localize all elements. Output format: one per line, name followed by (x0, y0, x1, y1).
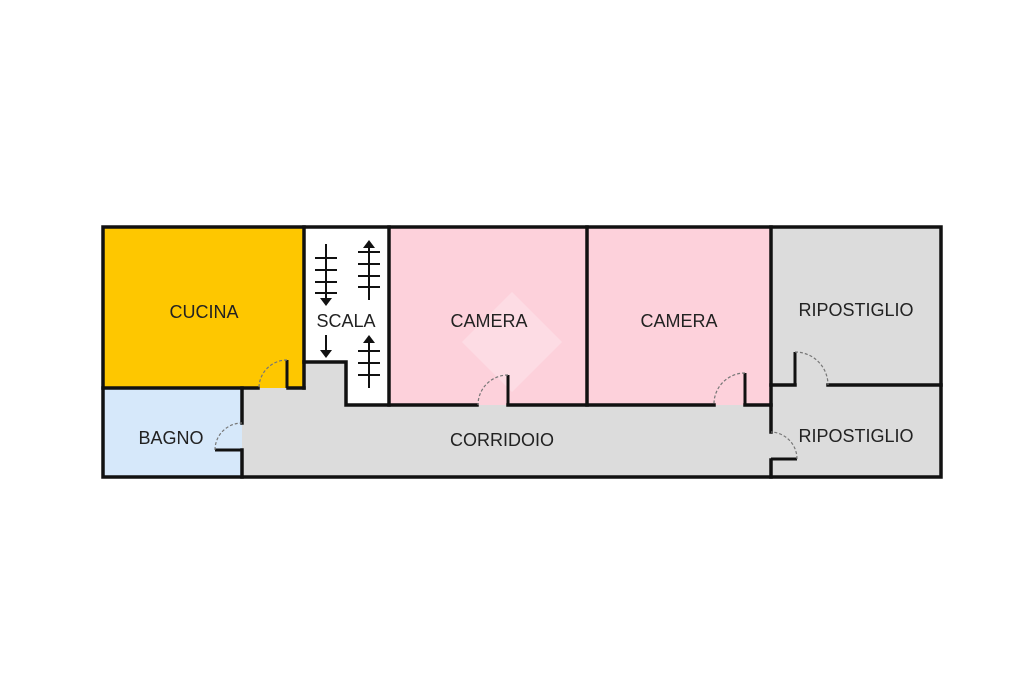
room-ripostiglio-1 (771, 227, 941, 385)
room-ripostiglio-2 (771, 385, 941, 477)
watermark-logo (462, 292, 562, 392)
room-camera-2 (587, 227, 771, 405)
label-corridoio: CORRIDOIO (450, 430, 554, 450)
label-cucina: CUCINA (169, 302, 238, 322)
label-ripostiglio-1: RIPOSTIGLIO (798, 300, 913, 320)
label-camera-1: CAMERA (450, 311, 527, 331)
label-bagno: BAGNO (138, 428, 203, 448)
walls (101, 225, 943, 479)
room-corridoio (242, 362, 771, 477)
room-cucina (103, 227, 304, 388)
doors (214, 351, 829, 461)
room-camera-1 (389, 227, 587, 405)
label-camera-2: CAMERA (640, 311, 717, 331)
stairs-icon (315, 240, 380, 388)
room-bagno (103, 388, 242, 477)
label-scala: SCALA (316, 311, 375, 331)
label-ripostiglio-2: RIPOSTIGLIO (798, 426, 913, 446)
